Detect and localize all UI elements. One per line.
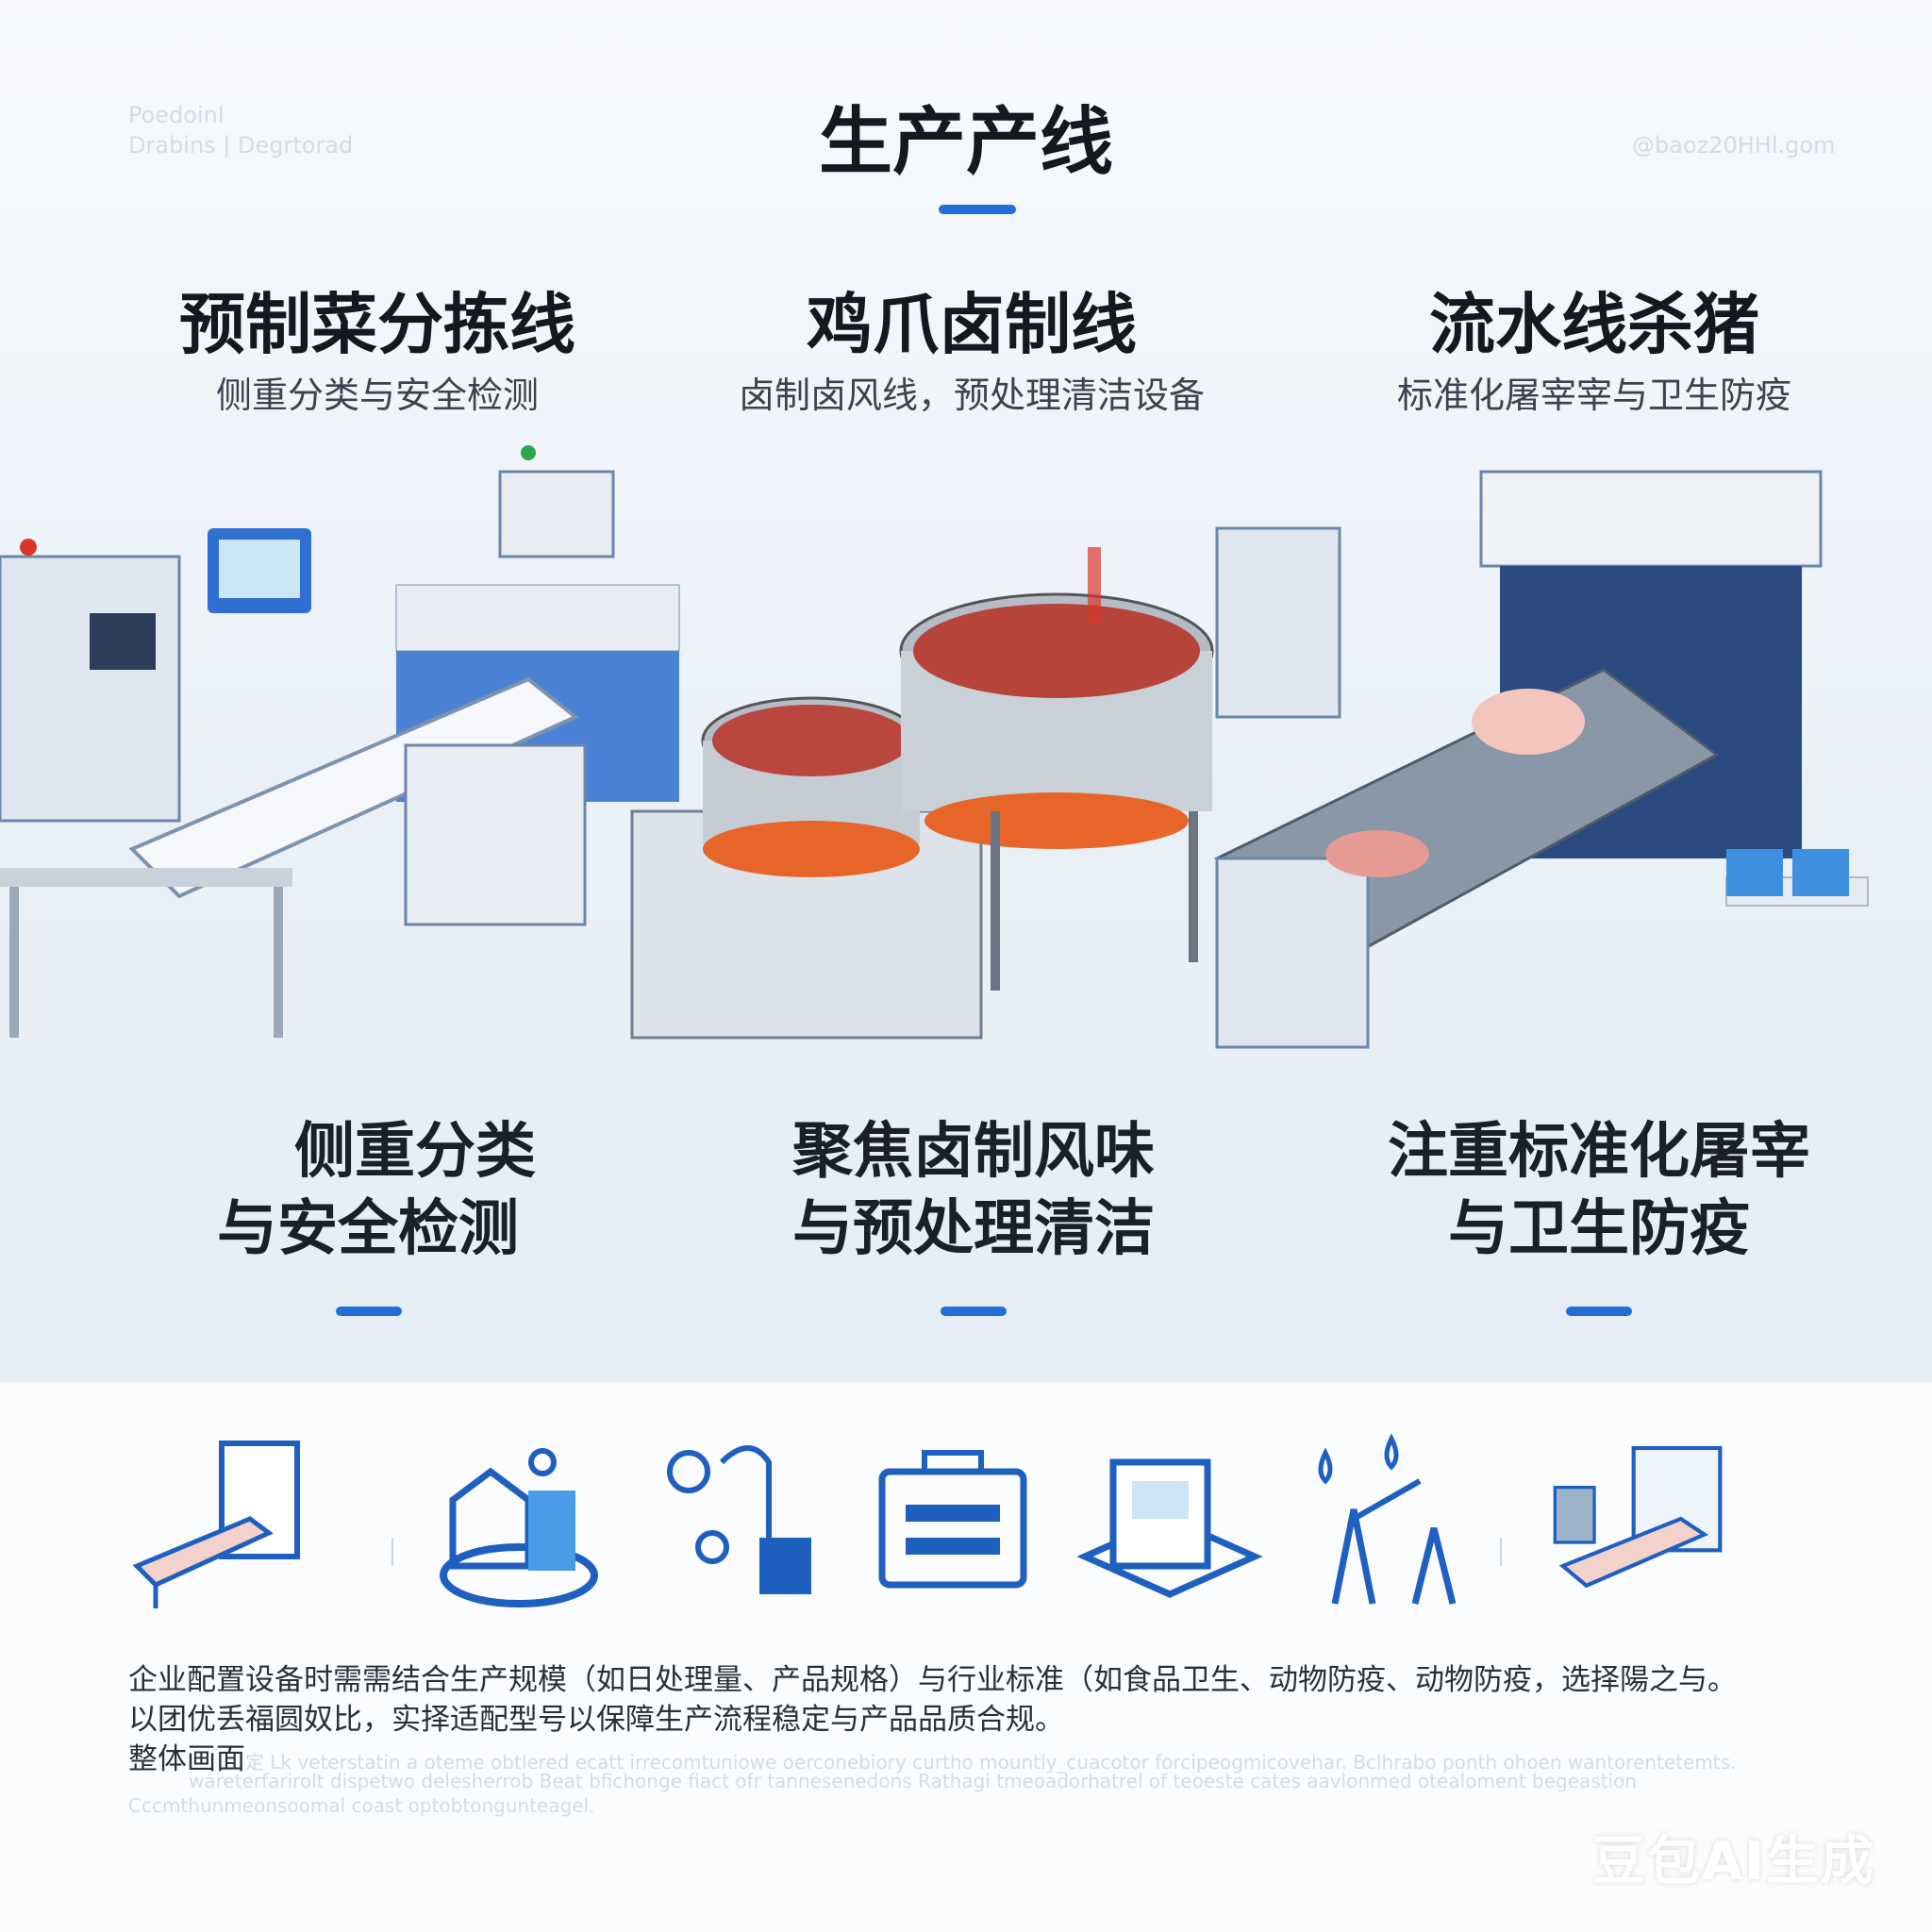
page-title: 生产产线 (818, 100, 1113, 185)
column-heading-sorting: 预制菜分拣线 (179, 286, 575, 363)
footer-faint-text: wareterfarirolt dispetwo delesherrob Bea… (189, 1770, 1638, 1792)
slaughter-conveyor (1214, 470, 1869, 1049)
caption-underline-sorting (336, 1307, 402, 1316)
slaughter-line-icon (1553, 1445, 1723, 1589)
footer-faint-text: Cccmthunmeonsoomal coast optobtongunteag… (128, 1794, 595, 1817)
caption-sorting: 侧重分类与安全检测 (217, 1117, 536, 1264)
title-underline (939, 205, 1016, 214)
footer-paragraph: 企业配置设备时需需结合生产规模（如日处理量、产品规格）与行业标准（如食品卫生、动… (128, 1663, 1737, 1776)
column-heading-braising: 鸡爪卤制线 (807, 286, 1137, 363)
column-subtitle-slaughter: 标准化屠宰宰与卫生防疫 (1396, 375, 1791, 416)
cooking-machine-icon (878, 1450, 1027, 1589)
control-console-icon (1076, 1458, 1263, 1598)
braising-pots (630, 526, 1341, 1040)
watermark: 豆包AI生成 (1591, 1831, 1875, 1892)
divider (391, 1538, 393, 1566)
column-subtitle-sorting: 侧重分类与安全检测 (215, 375, 539, 416)
factory-building-icon (440, 1448, 598, 1607)
production-line-illustration (0, 445, 1869, 1049)
sorting-line-machine (0, 445, 680, 1038)
caption-underline-braising (941, 1307, 1007, 1316)
process-flow-icon (667, 1445, 811, 1594)
caption-underline-slaughter (1566, 1307, 1632, 1316)
caption-braising: 聚焦卤制风味与预处理清洁 (792, 1117, 1155, 1264)
column-subtitle-braising: 卤制卤风线，预处理清洁设备 (738, 375, 1205, 416)
conveyor-scanner-icon (132, 1441, 300, 1608)
faint-label-right: @baoz20HHl.gom (1632, 132, 1836, 158)
disinfection-spray-icon (1318, 1433, 1457, 1605)
divider (1500, 1538, 1502, 1566)
column-heading-slaughter: 流水线杀猪 (1429, 286, 1759, 363)
caption-slaughter: 注重标准化屠宰与卫生防疫 (1388, 1117, 1810, 1264)
